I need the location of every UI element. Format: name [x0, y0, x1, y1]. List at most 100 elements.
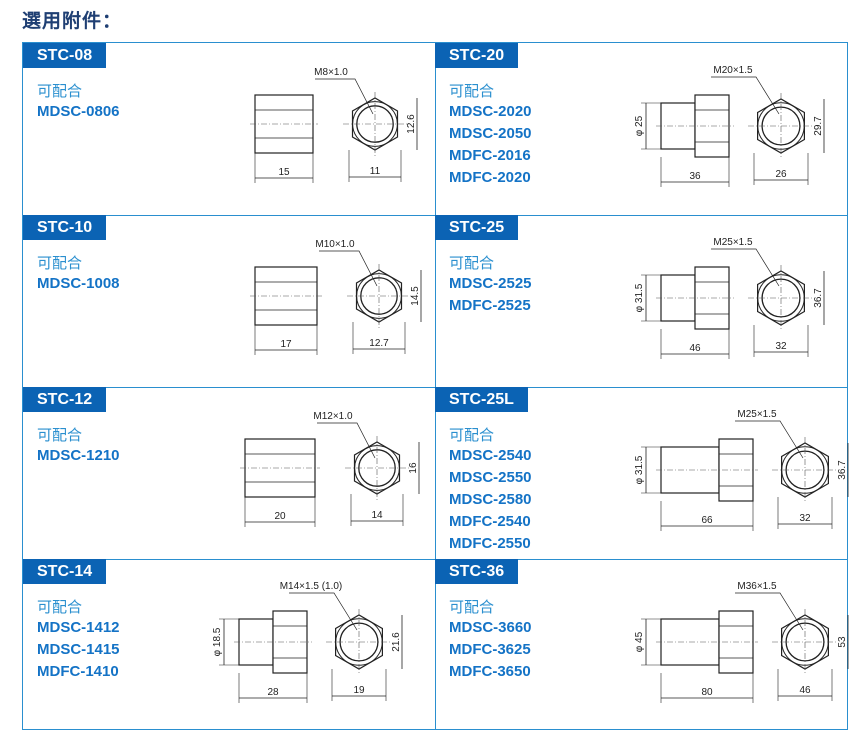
compatible-model: MDSC-2540	[449, 447, 532, 464]
thread-leader	[289, 592, 358, 631]
dimension-drawing: φ 31.5 46 32 36.7 M25×1.5	[634, 237, 825, 359]
thread-leader	[735, 420, 804, 459]
compatible-model: MDSC-2020	[449, 103, 532, 120]
grid-divider-vertical	[435, 43, 436, 729]
dimension-drawing: 15 11 12.6 M8×1.0	[250, 67, 418, 183]
thread-leader	[711, 76, 780, 115]
across-flat-dimension: 14	[371, 510, 383, 521]
compatible-label: 可配合	[37, 598, 83, 616]
across-flat-dimension: 32	[775, 341, 787, 352]
model-tag: STC-12	[23, 387, 107, 412]
compatible-model: MDSC-1008	[37, 275, 120, 292]
across-flat-dimension: 26	[775, 169, 787, 180]
length-dimension: 80	[701, 687, 713, 698]
compatible-model: MDSC-1415	[37, 641, 120, 658]
compatible-model: MDSC-2525	[449, 275, 532, 292]
diameter-dimension: φ 18.5	[212, 627, 223, 656]
compatible-list: 可配合 MDSC-1008	[37, 253, 120, 295]
length-dimension: 46	[689, 343, 701, 354]
compatible-model: MDSC-2550	[449, 469, 532, 486]
compatible-model: MDFC-2540	[449, 513, 531, 530]
dimension-drawing: φ 45 80 46 53 M36×1.5	[634, 581, 849, 703]
model-tag: STC-25	[435, 215, 519, 240]
across-flat-dimension: 12.7	[369, 338, 389, 349]
compatible-model: MDSC-2050	[449, 125, 532, 142]
model-tag: STC-36	[435, 559, 519, 584]
across-corner-dimension: 36.7	[837, 460, 848, 480]
across-corner-dimension: 21.6	[391, 632, 402, 652]
compatible-label: 可配合	[449, 82, 495, 100]
thread-label: M20×1.5	[713, 65, 753, 76]
length-dimension: 17	[280, 339, 292, 350]
chamfer-circle	[354, 445, 400, 491]
compatible-label: 可配合	[449, 254, 495, 272]
compatible-model: MDSC-0806	[37, 103, 120, 120]
compatible-model: MDSC-1210	[37, 447, 120, 464]
diameter-dimension: φ 45	[634, 631, 645, 652]
compatible-model: MDSC-3660	[449, 619, 532, 636]
length-dimension: 15	[278, 167, 290, 178]
chamfer-circle	[352, 101, 398, 147]
thread-label: M8×1.0	[314, 67, 348, 78]
across-corner-dimension: 36.7	[813, 288, 824, 308]
thread-label: M25×1.5	[713, 237, 753, 248]
compatible-label: 可配合	[37, 426, 83, 444]
thread-leader	[315, 78, 374, 115]
across-flat-dimension: 19	[353, 685, 365, 696]
compatible-label: 可配合	[449, 426, 495, 444]
dimension-drawing: φ 25 36 26 29.7 M20×1.5	[634, 65, 825, 187]
thread-label: M12×1.0	[313, 411, 353, 422]
across-corner-dimension: 12.6	[406, 114, 417, 134]
thread-leader	[317, 422, 376, 459]
compatible-list: 可配合 MDSC-1210	[37, 425, 120, 467]
across-corner-dimension: 53	[837, 636, 848, 648]
compatible-model: MDFC-2550	[449, 535, 531, 552]
length-dimension: 66	[701, 515, 713, 526]
model-tag: STC-20	[435, 43, 519, 68]
compatible-list: 可配合 MDSC-0806	[37, 81, 120, 123]
compatible-model: MDFC-3625	[449, 641, 531, 658]
accessory-grid: STC-08 可配合 MDSC-0806 15 11 12.6 M8×1.0 STC-20 可配…	[22, 42, 849, 731]
model-tag: STC-08	[23, 43, 107, 68]
across-flat-dimension: 46	[799, 685, 811, 696]
diameter-dimension: φ 31.5	[634, 283, 645, 312]
diameter-dimension: φ 25	[634, 115, 645, 136]
compatible-label: 可配合	[37, 254, 83, 272]
thread-label: M14×1.5 (1.0)	[280, 581, 343, 592]
thread-label: M10×1.0	[315, 239, 355, 250]
thread-leader	[735, 592, 804, 631]
across-corner-dimension: 16	[408, 462, 419, 474]
chamfer-circle	[356, 273, 402, 319]
model-tag: STC-14	[23, 559, 107, 584]
compatible-model: MDFC-2020	[449, 169, 531, 186]
across-corner-dimension: 29.7	[813, 116, 824, 136]
accessory-cell-stc-08: STC-08 可配合 MDSC-0806 15 11 12.6 M8×1.0	[23, 43, 435, 215]
thread-leader	[711, 248, 780, 287]
thread-label: M25×1.5	[737, 409, 777, 420]
across-flat-dimension: 32	[799, 513, 811, 524]
length-dimension: 28	[267, 687, 279, 698]
model-tag: STC-25L	[435, 387, 528, 412]
thread-label: M36×1.5	[737, 581, 777, 592]
across-flat-dimension: 11	[370, 166, 381, 177]
compatible-model: MDSC-1412	[37, 619, 120, 636]
dimension-drawing: φ 18.5 28 19 21.6 M14×1.5 (1.0)	[212, 581, 403, 703]
length-dimension: 36	[689, 171, 701, 182]
compatible-label: 可配合	[37, 82, 83, 100]
model-tag: STC-10	[23, 215, 107, 240]
